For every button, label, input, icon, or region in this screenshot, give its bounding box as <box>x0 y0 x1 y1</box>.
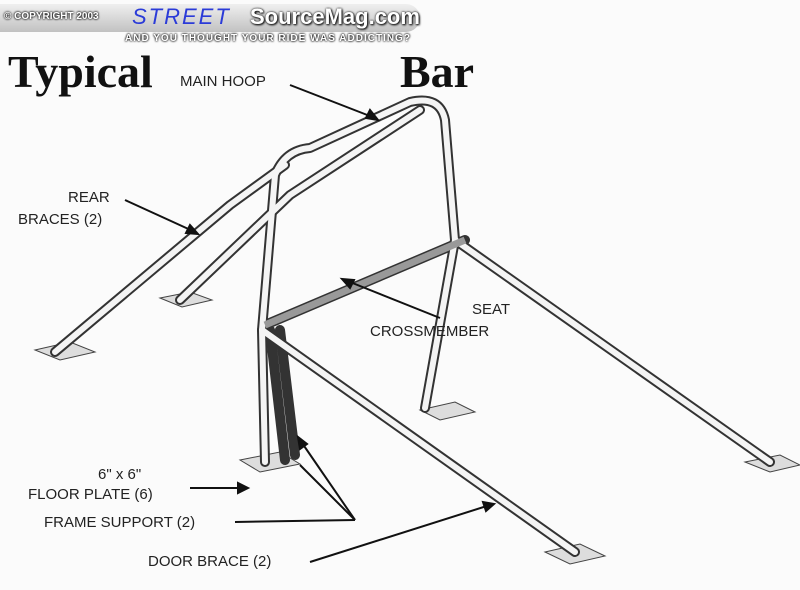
label-main-hoop: MAIN HOOP <box>180 73 266 90</box>
seat-crossmember <box>263 236 467 329</box>
label-door-brace: DOOR BRACE (2) <box>148 553 272 570</box>
title-left: Typical <box>8 46 153 97</box>
watermark-site: SourceMag.com <box>250 4 420 29</box>
label-rear-braces-line1: REAR <box>68 189 110 206</box>
copyright-text: © COPYRIGHT 2003 <box>4 11 99 22</box>
label-rear-braces-line2: BRACES (2) <box>18 211 103 228</box>
label-floor-plate-size: 6" x 6" <box>98 466 142 483</box>
label-frame-support: FRAME SUPPORT (2) <box>44 514 196 531</box>
label-floor-plate: FLOOR PLATE (6) <box>28 486 153 503</box>
watermark-tagline: AND YOU THOUGHT YOUR RIDE WAS ADDICTING? <box>125 33 411 44</box>
title-right: Bar <box>400 46 475 97</box>
label-seat-line1: SEAT <box>472 301 511 318</box>
watermark-street: STREET <box>132 4 231 29</box>
watermark-banner <box>0 4 420 32</box>
label-seat-line2: CROSSMEMBER <box>370 323 490 340</box>
leader-arrows <box>124 84 497 563</box>
